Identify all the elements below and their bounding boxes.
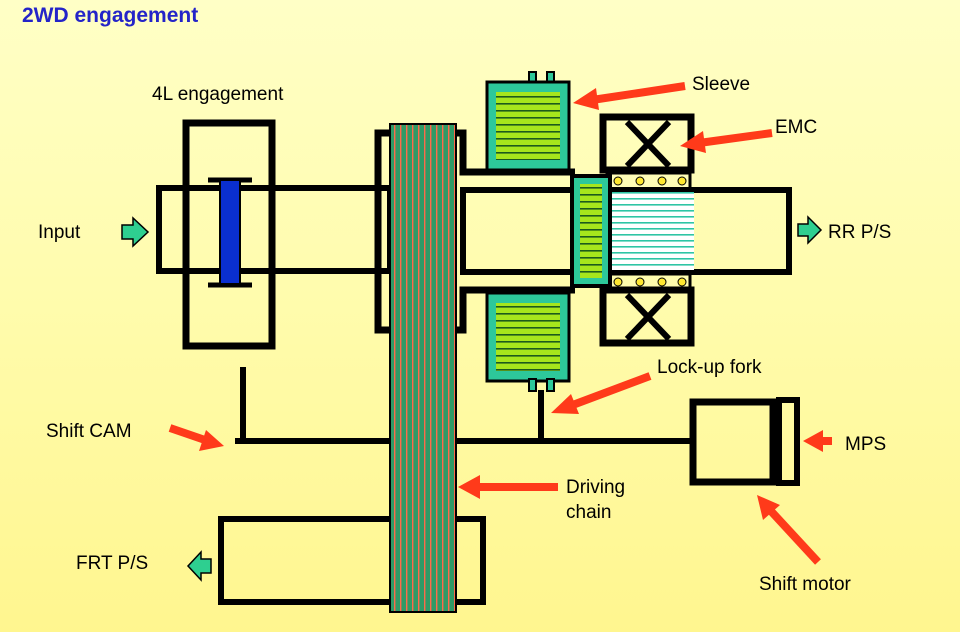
driving-chain-callout-arrow-icon bbox=[458, 475, 558, 499]
driving-chain-label-line1: Driving bbox=[566, 477, 625, 498]
emc-bearings bbox=[605, 171, 692, 292]
shift-motor-label: Shift motor bbox=[759, 574, 852, 595]
shift-cam-label: Shift CAM bbox=[46, 421, 132, 442]
front-output-shaft bbox=[218, 516, 486, 605]
drive-sprocket-housing bbox=[374, 129, 392, 334]
mps-callout-arrow-icon bbox=[803, 430, 832, 452]
four-l-housing bbox=[182, 119, 276, 350]
clutch-pack bbox=[609, 192, 694, 270]
emc-callout-arrow-icon bbox=[680, 129, 773, 153]
four-l-clutch-disc bbox=[208, 177, 252, 288]
input-label: Input bbox=[38, 222, 81, 243]
lockup-fork-callout-arrow-icon bbox=[551, 372, 652, 414]
rear-output-flow-arrow-icon bbox=[797, 215, 823, 245]
sleeve-callout-arrow-icon bbox=[573, 82, 686, 110]
lockup-fork-label: Lock-up fork bbox=[657, 357, 762, 378]
hub-sleeve bbox=[570, 174, 612, 288]
mps-label: MPS bbox=[845, 434, 886, 455]
sprocket-hub bbox=[456, 129, 575, 334]
driving-chain-label-line2: chain bbox=[566, 502, 611, 523]
four-l-engagement-label: 4L engagement bbox=[152, 84, 284, 105]
sleeve-lower bbox=[485, 291, 571, 392]
front-output-flow-arrow-icon bbox=[186, 550, 212, 582]
rr-ps-label: RR P/S bbox=[828, 222, 891, 243]
slide-title: 2WD engagement bbox=[22, 4, 199, 27]
driving-chain bbox=[389, 123, 457, 613]
shift-rail bbox=[235, 367, 693, 444]
sleeve-label: Sleeve bbox=[692, 74, 750, 95]
frt-ps-label: FRT P/S bbox=[76, 553, 148, 574]
emc-label: EMC bbox=[775, 117, 817, 138]
emc-coil bbox=[599, 113, 695, 347]
shift-motor bbox=[689, 397, 800, 486]
sleeve-upper bbox=[485, 71, 571, 172]
shift-motor-callout-arrow-icon bbox=[757, 495, 821, 565]
shift-cam-callout-arrow-icon bbox=[168, 424, 224, 451]
input-flow-arrow-icon bbox=[121, 216, 150, 248]
